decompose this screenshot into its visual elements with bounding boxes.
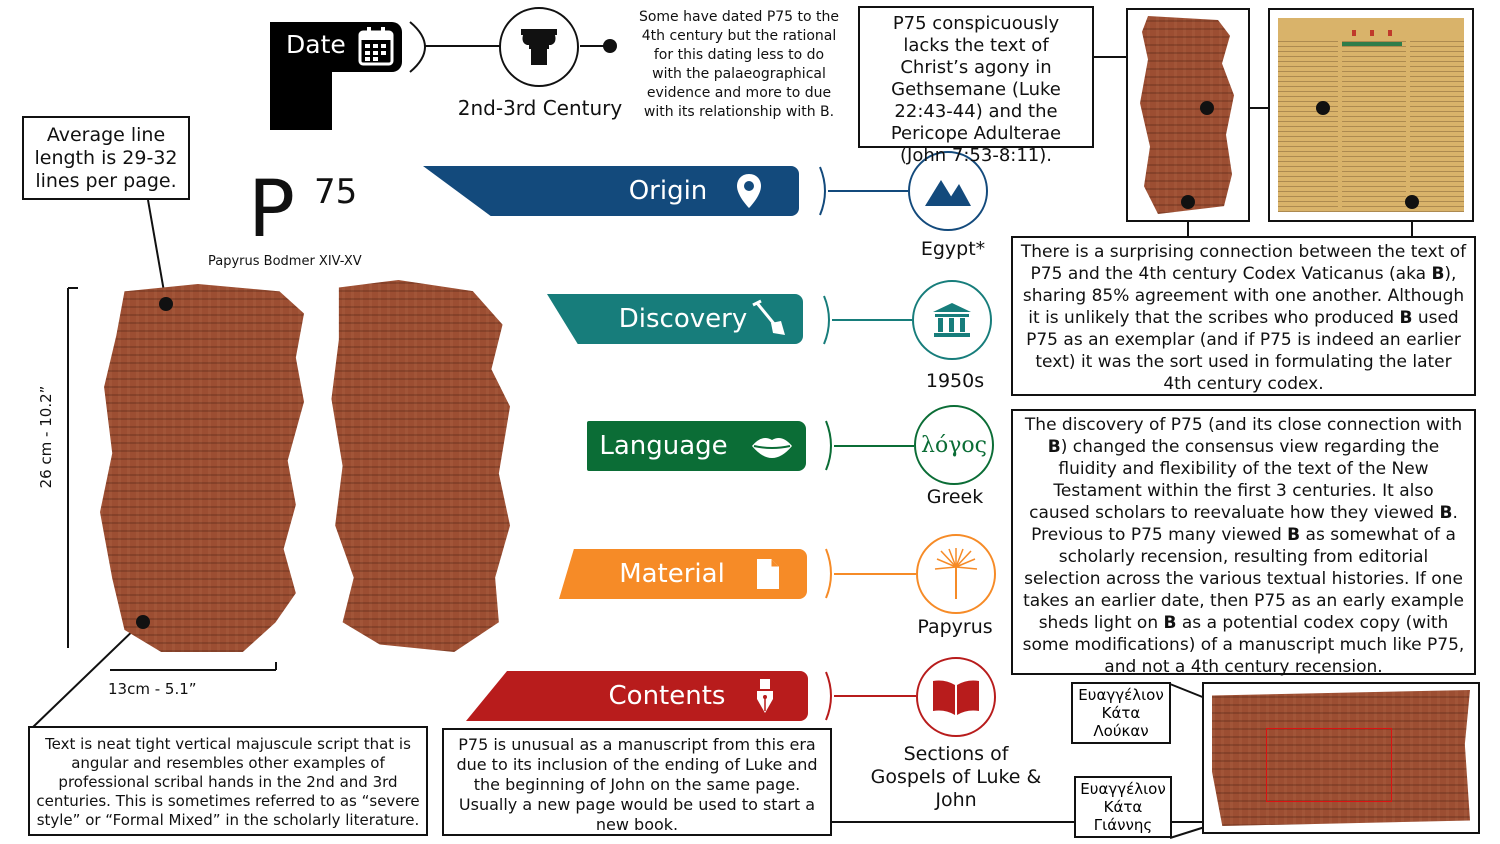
leaf-top-dot bbox=[159, 297, 173, 311]
date-connector-dot bbox=[603, 39, 617, 53]
papyrus-leaf-right bbox=[331, 280, 510, 652]
location-pin-icon bbox=[737, 174, 762, 208]
calendar-icon bbox=[358, 27, 394, 66]
manuscript-title: P 75 bbox=[248, 170, 357, 250]
script-note: Text is neat tight vertical majuscule sc… bbox=[28, 726, 428, 836]
highlight-box bbox=[1266, 728, 1392, 802]
papyrus-leaf-left bbox=[100, 284, 304, 652]
gethsemane-note: P75 conspicuously lacks the text of Chri… bbox=[858, 6, 1094, 166]
vaticanus-note: There is a surprising connection between… bbox=[1011, 236, 1476, 396]
codex-image-frame bbox=[1268, 8, 1474, 222]
date-circle bbox=[499, 7, 579, 87]
pen-nib-icon bbox=[757, 679, 774, 713]
john-gospel-label: Ευαγγέλιον Κάτα Γιάννης bbox=[1074, 776, 1172, 838]
codex-bottom-dot bbox=[1405, 195, 1419, 209]
contents-note: P75 is unusual as a manuscript from this… bbox=[442, 728, 832, 836]
logos-text: λόγος bbox=[921, 432, 987, 458]
material-circle bbox=[916, 534, 996, 614]
height-dimension-label: 26 cm - 10.2” bbox=[37, 385, 55, 489]
width-dimension-label: 13cm - 5.1” bbox=[108, 680, 197, 698]
discovery-label: Discovery bbox=[618, 304, 748, 334]
material-value: Papyrus bbox=[917, 616, 993, 638]
language-banner: Language bbox=[587, 421, 806, 471]
consensus-note: The discovery of P75 (and its close conn… bbox=[1011, 409, 1476, 677]
contents-label: Contents bbox=[608, 681, 726, 711]
contents-circle bbox=[916, 657, 996, 737]
manuscript-superscript: 75 bbox=[314, 172, 358, 212]
contents-value: Sections of Gospels of Luke & John bbox=[870, 743, 1042, 811]
material-label: Material bbox=[619, 559, 725, 589]
origin-value: Egypt* bbox=[920, 238, 986, 260]
luke-john-fragment-image bbox=[1212, 690, 1470, 826]
codex-dot bbox=[1316, 101, 1330, 115]
leaf-bottom-dot bbox=[136, 615, 150, 629]
contents-banner: Contents bbox=[466, 671, 808, 721]
mountains-icon bbox=[925, 180, 971, 206]
document-icon bbox=[756, 559, 779, 589]
column-capital-icon bbox=[521, 29, 557, 65]
open-book-icon bbox=[933, 680, 979, 715]
date-tab-stem bbox=[270, 60, 332, 130]
papyrus-plant-icon bbox=[934, 548, 978, 599]
discovery-banner: Discovery bbox=[547, 294, 803, 344]
discovery-circle bbox=[912, 280, 992, 360]
language-label: Language bbox=[599, 431, 728, 461]
origin-circle bbox=[908, 151, 988, 231]
fragment-bottom-dot bbox=[1181, 195, 1195, 209]
language-circle: λόγος bbox=[914, 405, 994, 485]
discovery-value: 1950s bbox=[925, 370, 985, 392]
luke-john-fragment-frame bbox=[1202, 682, 1480, 834]
fragment-image-frame bbox=[1126, 8, 1250, 222]
line-length-note: Average line length is 29-32 lines per p… bbox=[22, 116, 190, 200]
fragment-dot bbox=[1200, 101, 1214, 115]
lips-icon bbox=[751, 438, 792, 458]
shovel-icon bbox=[752, 299, 786, 335]
codex-vaticanus-image bbox=[1278, 18, 1464, 212]
museum-icon bbox=[933, 303, 971, 337]
material-banner: Material bbox=[559, 549, 807, 599]
p75-fragment-image bbox=[1140, 16, 1234, 214]
luke-gospel-label: Ευαγγέλιον Κάτα Λούκαν bbox=[1071, 682, 1171, 744]
date-value: 2nd-3rd Century bbox=[457, 96, 623, 120]
language-value: Greek bbox=[926, 486, 984, 508]
manuscript-subtitle: Papyrus Bodmer XIV-XV bbox=[208, 254, 362, 269]
origin-label: Origin bbox=[628, 176, 708, 206]
origin-banner: Origin bbox=[423, 166, 799, 216]
manuscript-name: P bbox=[248, 165, 296, 255]
date-label: Date bbox=[286, 30, 346, 59]
date-note: Some have dated P75 to the 4th century b… bbox=[638, 9, 840, 120]
